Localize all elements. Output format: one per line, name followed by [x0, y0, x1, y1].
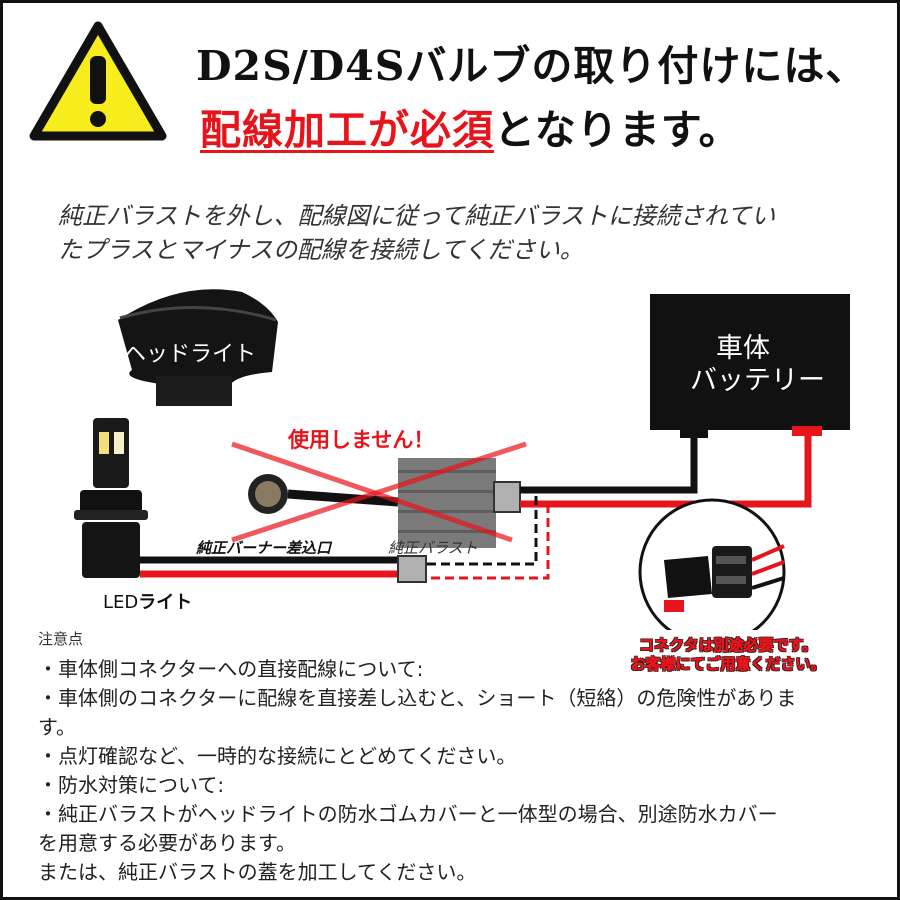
led-label-kana: ライト: [138, 592, 193, 613]
led-connector: [397, 555, 427, 583]
note-item: を用意する必要があります。: [38, 831, 296, 855]
battery-label-line1: 車体: [716, 333, 770, 364]
page-title-line1: D2S/D4Sバルブの取り付けには、: [196, 42, 868, 90]
stock-burner-label: 純正バーナー差込口: [196, 539, 332, 557]
stock-ballast-label: 純正バラスト: [388, 539, 478, 557]
stock-burner-socket: [248, 474, 399, 514]
page-title-line2: 配線加工が必須となります。: [200, 96, 741, 156]
headlight-label: ヘッドライト: [124, 342, 257, 367]
not-used-label: 使用しません！: [288, 428, 435, 452]
note-item: ・点灯確認など、一時的な接続にとどめてください。: [38, 744, 517, 768]
notes-title: 注意点: [38, 630, 84, 648]
note-item: す。: [38, 715, 76, 739]
notes-section: 注意点 ・車体側コネクターへの直接配線について: ・車体側のコネクターに配線を直接…: [38, 628, 878, 887]
car-battery-box: [650, 294, 850, 438]
connector-note-line1: コネクタは別途必要です。: [639, 636, 818, 655]
note-item: ・車体側のコネクターに配線を直接差し込むと、ショート（短絡）の危険性がありま: [38, 686, 797, 710]
note-item: または、純正バラストの蓋を加工してください。: [38, 860, 477, 884]
led-bulb-icon: [74, 418, 148, 578]
warning-icon: [29, 21, 167, 141]
negative-wire: [520, 436, 698, 494]
led-label-latin: LED: [103, 592, 139, 613]
wiring-diagram: [74, 289, 850, 630]
note-item: ・純正バラストがヘッドライトの防水ゴムカバーと一体型の場合、別途防水カバー: [38, 802, 778, 826]
battery-label-line2: バッテリー: [690, 365, 825, 396]
negative-dashed-wire: [426, 496, 538, 566]
intro-text-line1: 純正バラストを外し、配線図に従って純正バラストに接続されてい: [58, 202, 776, 230]
positive-dashed-wire: [426, 504, 550, 580]
required-wiring-emphasis: 配線加工が必須: [200, 106, 494, 154]
connector-closeup: [638, 498, 786, 630]
positive-wire: [520, 436, 812, 508]
note-item: ・防水対策について:: [38, 773, 225, 797]
connector-note: コネクタは別途必要です。 お客様にてご用意ください。: [598, 636, 858, 674]
page-title-line2-rest: となります。: [494, 106, 741, 154]
notes-list: ・車体側コネクターへの直接配線について: ・車体側のコネクターに配線を直接差し込む…: [38, 655, 878, 887]
intro-text-line2: たプラスとマイナスの配線を接続してください。: [58, 236, 584, 264]
connector-note-line2: お客様にてご用意ください。: [630, 655, 826, 674]
note-item: ・車体側コネクターへの直接配線について:: [38, 657, 424, 681]
not-used-cross: [231, 441, 527, 543]
led-light-label: LEDライト: [103, 588, 192, 614]
headlight-housing: [118, 289, 278, 406]
